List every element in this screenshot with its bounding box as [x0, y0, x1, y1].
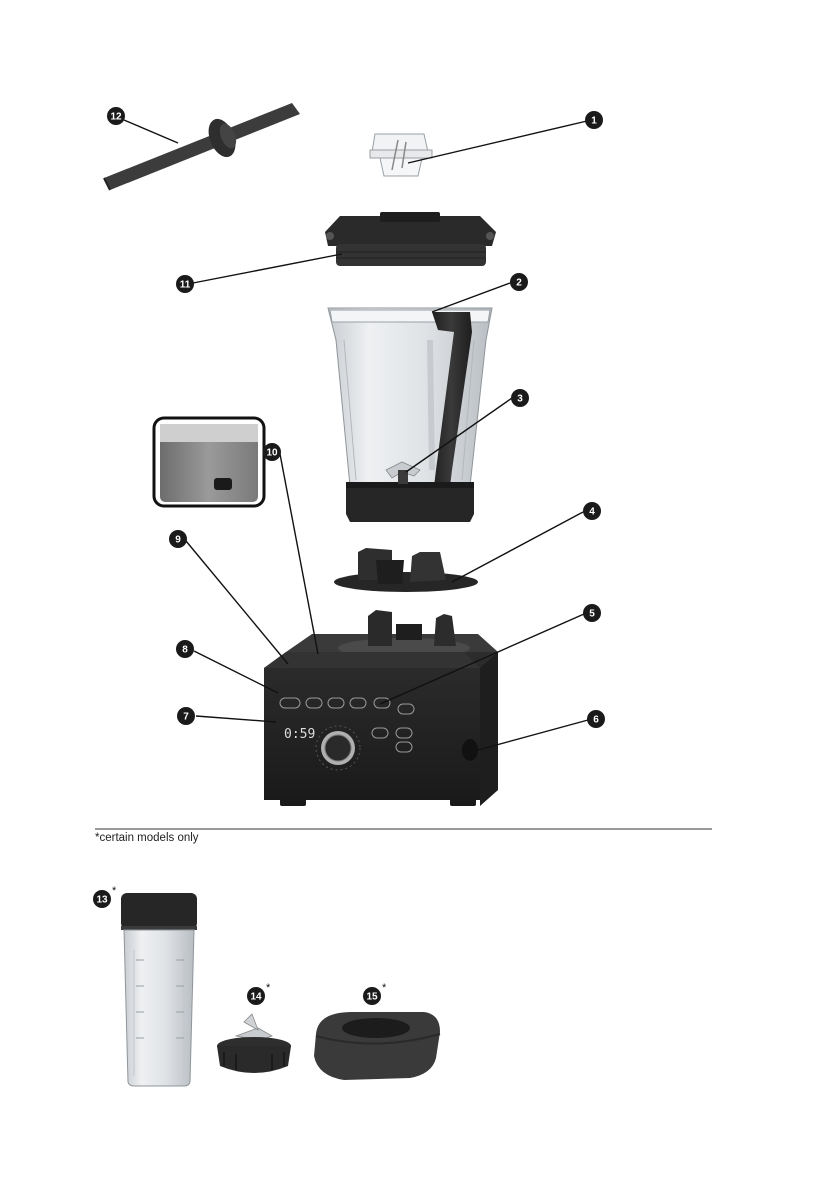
svg-text:3: 3: [517, 394, 523, 405]
callout-badge-6: 6: [587, 710, 605, 728]
travel-cup: [121, 893, 197, 1086]
callout-badge-7: 7: [177, 707, 195, 725]
callout-badge-9: 9: [169, 530, 187, 548]
motor-base: 0:59: [264, 610, 498, 806]
svg-text:13: 13: [96, 895, 108, 906]
svg-text:6: 6: [593, 715, 599, 726]
footnote-certain-models: *certain models only: [95, 832, 199, 844]
pitcher-lid: [325, 212, 496, 266]
svg-text:9: 9: [175, 535, 181, 546]
svg-text:1: 1: [591, 116, 597, 127]
splash-guard: [334, 548, 478, 592]
svg-text:10: 10: [266, 448, 278, 459]
callout-badge-15: 15 *: [363, 982, 387, 1005]
callout-badge-5: 5: [583, 604, 601, 622]
callout-badge-1: 1: [585, 111, 603, 129]
tamper: [104, 103, 300, 190]
callout-badge-2: 2: [510, 273, 528, 291]
svg-text:*: *: [112, 885, 117, 897]
svg-text:5: 5: [589, 609, 595, 620]
svg-text:2: 2: [516, 278, 522, 289]
callout-badge-4: 4: [583, 502, 601, 520]
callout-badge-8: 8: [176, 640, 194, 658]
callout-badge-12: 12: [107, 107, 125, 125]
svg-text:15: 15: [366, 992, 378, 1003]
pitcher: [328, 308, 492, 522]
svg-text:8: 8: [182, 645, 188, 656]
svg-text:12: 12: [110, 112, 122, 123]
callout-badge-14: 14 *: [247, 982, 271, 1005]
svg-text:7: 7: [183, 712, 189, 723]
svg-text:11: 11: [180, 280, 191, 291]
callout-badge-13: 13 *: [93, 885, 117, 908]
svg-text:*: *: [266, 982, 271, 994]
display-time: 0:59: [284, 727, 315, 742]
svg-text:*: *: [382, 982, 387, 994]
measuring-cap: [370, 134, 432, 176]
svg-text:14: 14: [250, 992, 262, 1003]
callout-badge-11: 11: [176, 275, 194, 293]
timer-display: 0:59: [284, 727, 315, 742]
callout-badge-3: 3: [511, 389, 529, 407]
inset-detail: [154, 418, 264, 506]
callout-badge-10: 10: [263, 443, 281, 461]
single-serve-blade: [217, 1014, 291, 1073]
svg-text:4: 4: [589, 507, 595, 518]
cup-holder: [314, 1012, 440, 1080]
